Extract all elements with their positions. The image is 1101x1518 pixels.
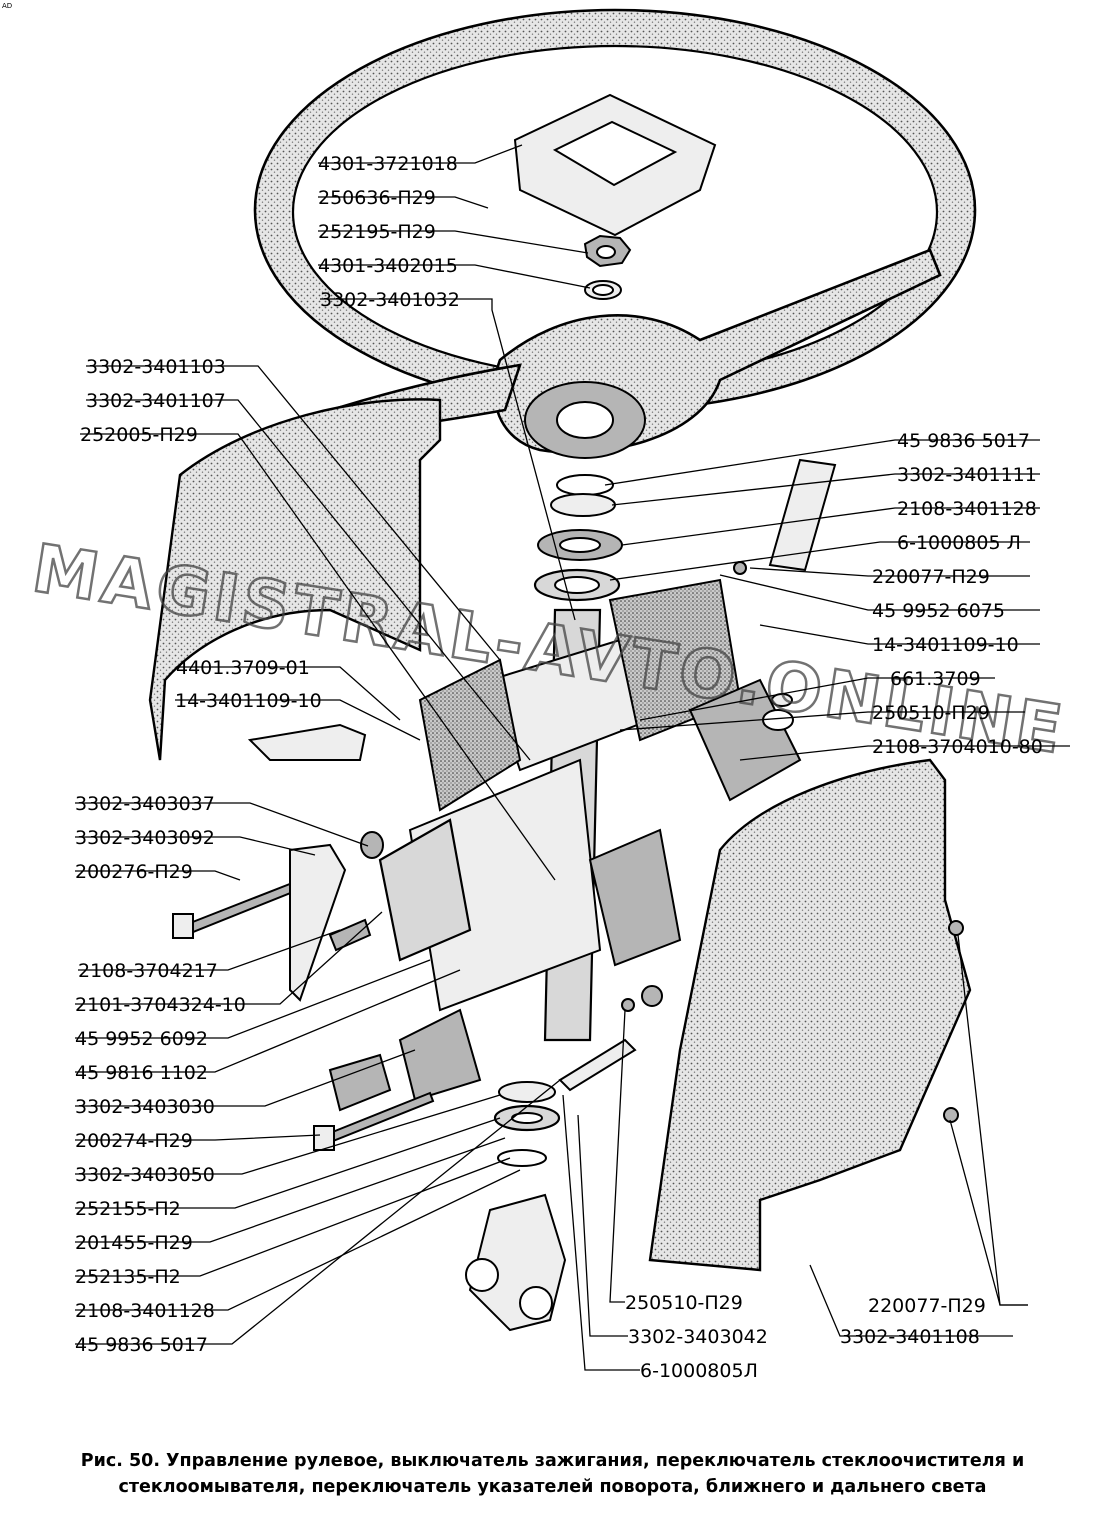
part-label: 200276-П29 [75,861,193,883]
ignition-switch [688,678,802,802]
part-label: 3302-3401103 [86,356,226,378]
lower-rings-and-yoke [465,1081,567,1332]
bearing-stack [533,474,623,602]
part-label: 252005-П29 [80,424,198,446]
part-label: 4301-3402015 [318,255,458,277]
part-label: 250510-П29 [872,702,990,724]
part-label: 661.3709 [890,668,981,690]
part-label: 45 9836 5017 [75,1334,208,1356]
part-label: 250510-П29 [625,1292,743,1314]
part-label: 45 9952 6075 [872,600,1005,622]
part-label: 3302-3403030 [75,1096,215,1118]
part-label: 220077-П29 [868,1295,986,1317]
horn-cover [513,93,717,237]
part-label: 6-1000805 Л [897,532,1021,554]
left-switch-lever [247,723,367,761]
part-label: 3302-3403092 [75,827,215,849]
part-label: 4401.3709-01 [176,657,310,679]
exploded-parts-diagram: MAGISTRAL-AVTO.ONLINE [26,8,1072,1382]
right-switch-lever [768,458,837,572]
part-label: 14-3401109-10 [175,690,322,712]
part-label: 2108-3704010-80 [872,736,1043,758]
part-label: 45 9836 5017 [897,430,1030,452]
part-label: 3302-3403050 [75,1164,215,1186]
bolts [172,561,964,1151]
part-label: 2108-3401128 [75,1300,215,1322]
part-label: 252135-П2 [75,1266,181,1288]
steering-column [378,578,742,1102]
part-label: 220077-П29 [872,566,990,588]
part-label: 3302-3401111 [897,464,1037,486]
part-label: 45 9816 1102 [75,1062,208,1084]
part-label: 2101-3704324-10 [75,994,246,1016]
part-label: 2108-3401128 [897,498,1037,520]
part-label: 201455-П29 [75,1232,193,1254]
part-label: 14-3401109-10 [872,634,1019,656]
part-label: 3302-3401107 [86,390,226,412]
upper-shroud [148,398,442,761]
part-label: 3302-3403037 [75,793,215,815]
part-label: 6-1000805Л [640,1360,758,1382]
part-label: 2108-3704217 [78,960,218,982]
part-label: 3302-3401108 [840,1326,980,1348]
part-label: 3302-3403042 [628,1326,768,1348]
leader-lines [75,144,1070,1371]
lower-shroud [648,758,972,1272]
part-label: 200274-П29 [75,1130,193,1152]
part-label: 252195-П29 [318,221,436,243]
part-label: 3302-3401032 [320,289,460,311]
part-label: 45 9952 6092 [75,1028,208,1050]
part-labels: 4301-3721018 250636-П29 252195-П29 4301-… [75,153,1043,1382]
part-label: 250636-П29 [318,187,436,209]
figure-caption: Рис. 50. Управление рулевое, выключатель… [80,1451,1025,1497]
part-label: 4301-3721018 [318,153,458,175]
nut-and-washer [583,234,632,300]
part-label: 252155-П2 [75,1198,181,1220]
corner-mark: AD [2,2,13,10]
